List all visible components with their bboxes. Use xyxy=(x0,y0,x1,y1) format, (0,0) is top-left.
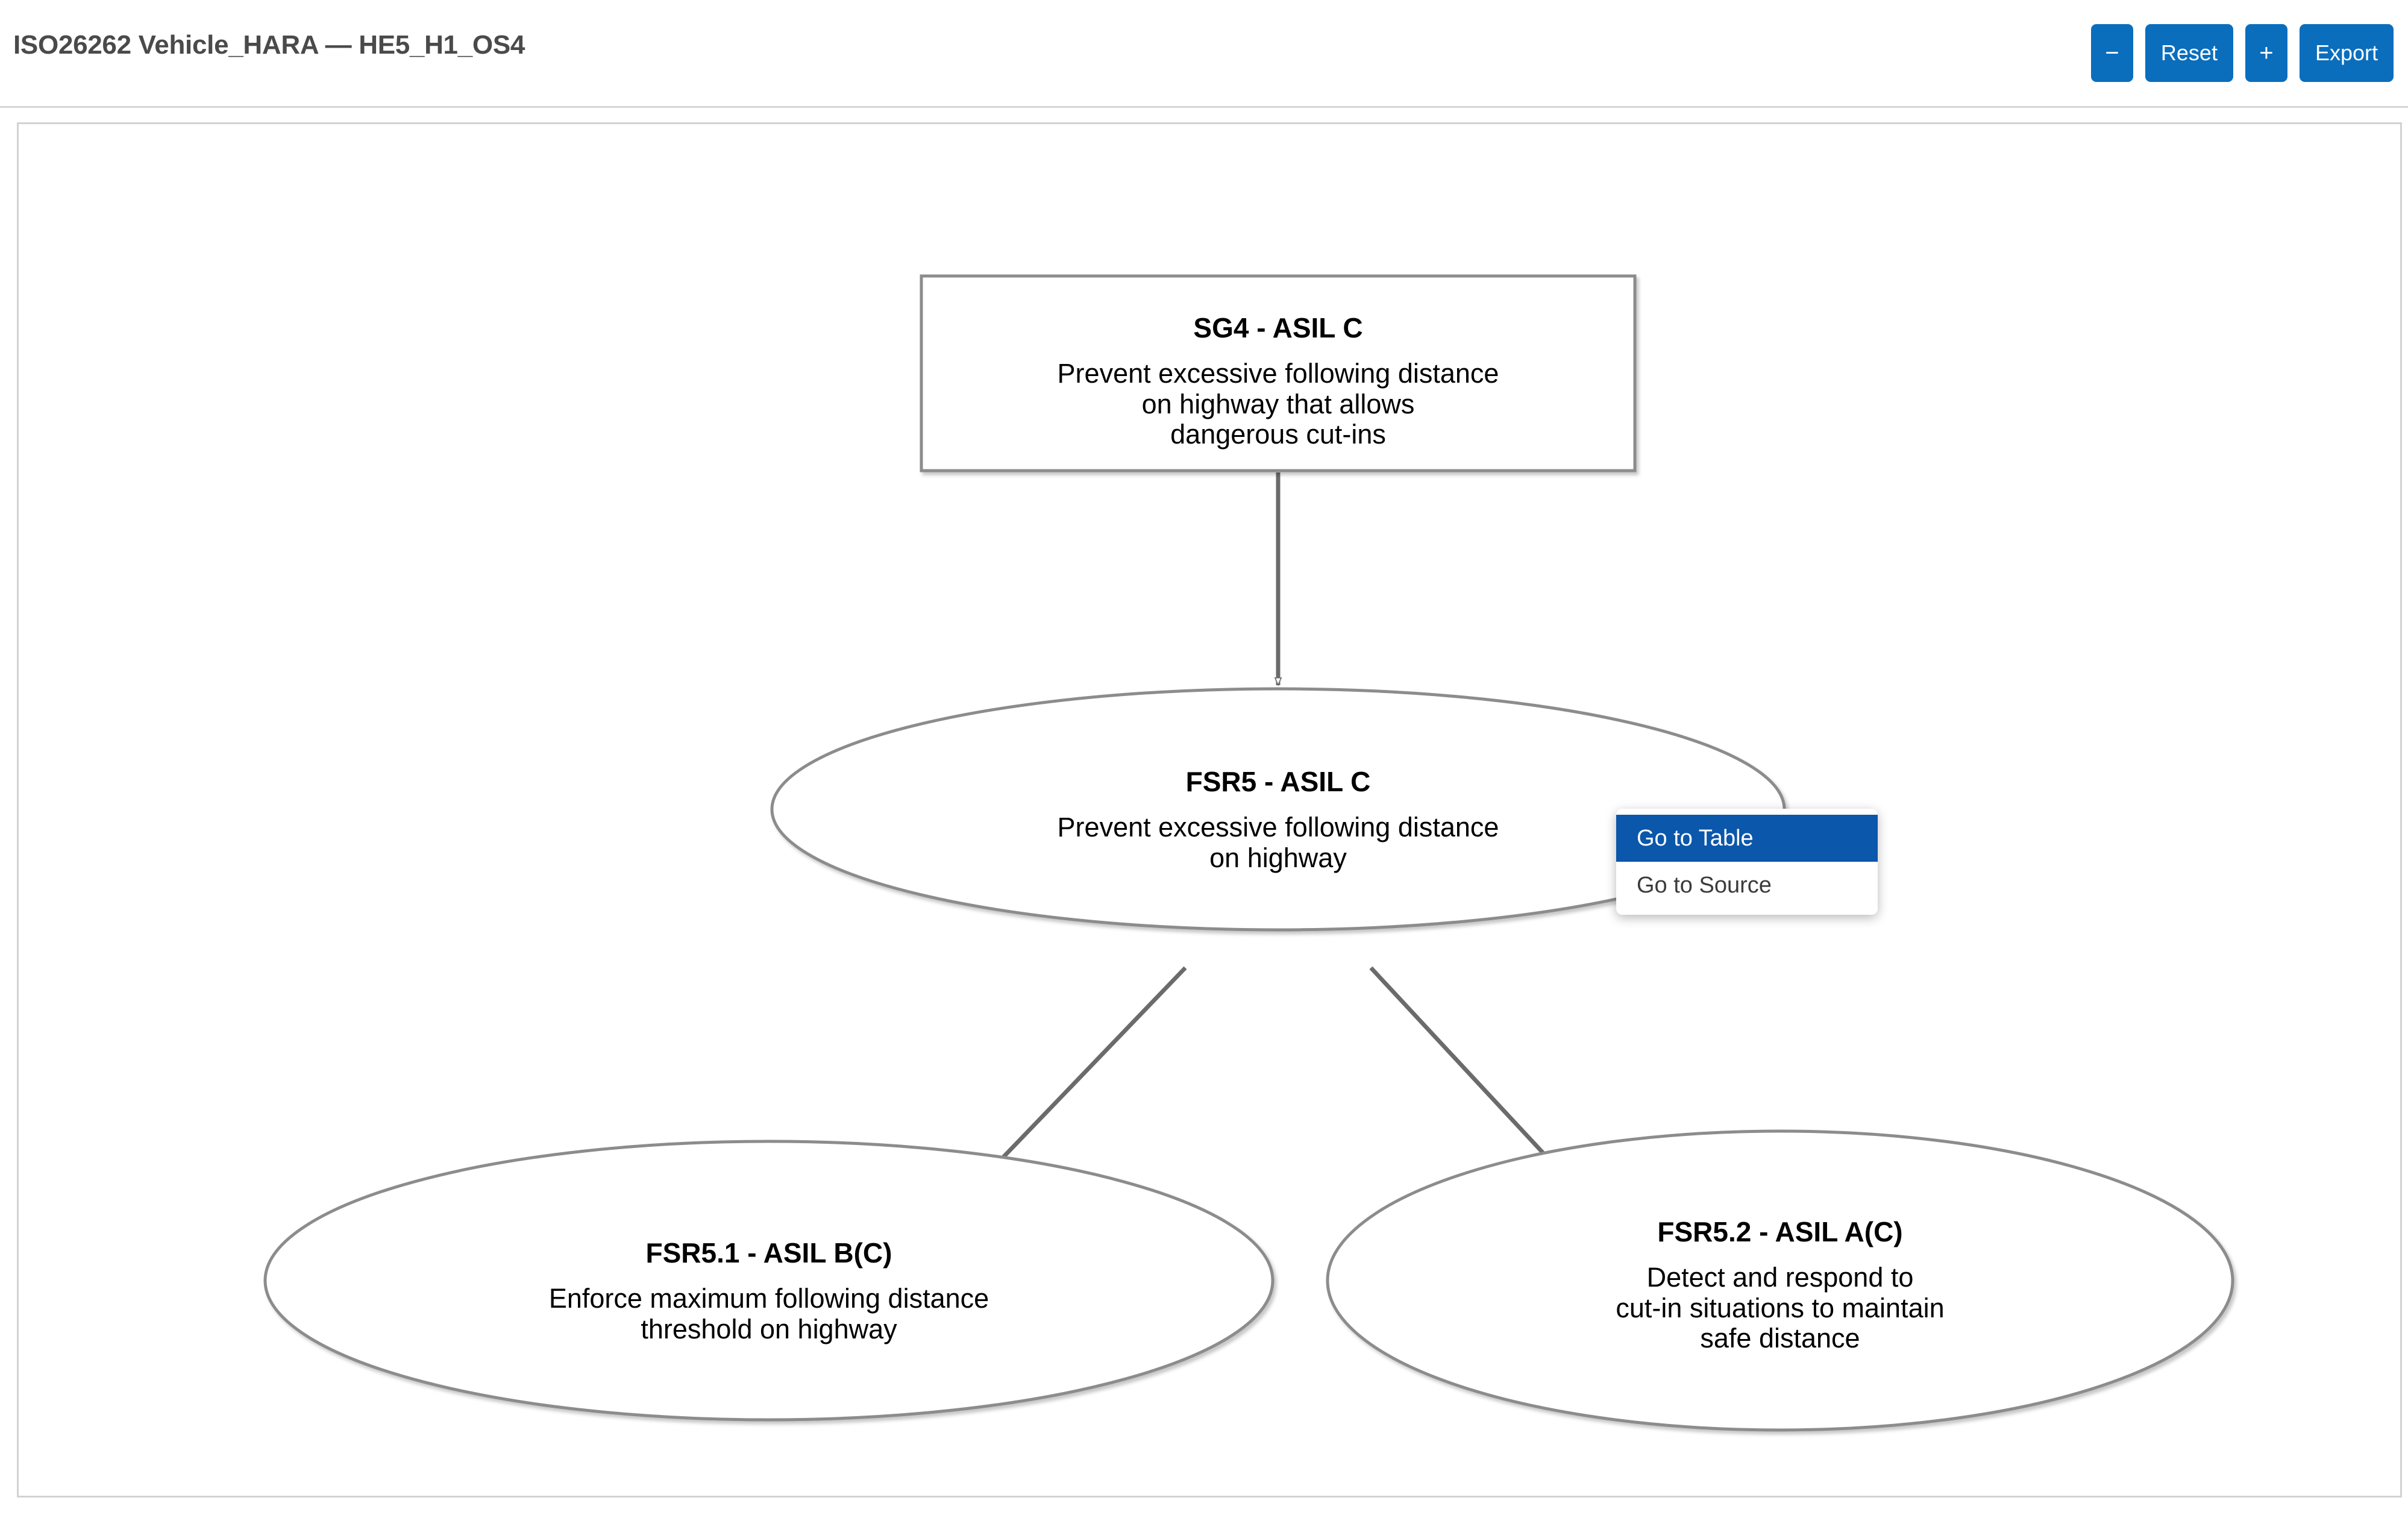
zoom-in-button[interactable]: + xyxy=(2245,24,2287,82)
graph-canvas[interactable]: SG4 - ASIL C Prevent excessive following… xyxy=(17,122,2402,1498)
node-shape-fsr51[interactable] xyxy=(263,1140,1275,1422)
graph-svg xyxy=(263,274,2234,1432)
app-header: ISO26262 Vehicle_HARA — HE5_H1_OS4 − Res… xyxy=(0,0,2408,108)
page-title: ISO26262 Vehicle_HARA — HE5_H1_OS4 xyxy=(13,30,525,60)
toolbar: − Reset + Export xyxy=(2090,24,2394,82)
graph-nodes xyxy=(263,274,2234,1432)
node-context-menu[interactable]: Go to Table Go to Source xyxy=(1616,809,1878,915)
node-shape-sg4[interactable] xyxy=(920,274,1637,472)
export-button[interactable]: Export xyxy=(2299,24,2394,82)
node-shape-fsr52[interactable] xyxy=(1326,1129,2234,1432)
reset-button[interactable]: Reset xyxy=(2145,24,2233,82)
zoom-out-button[interactable]: − xyxy=(2090,24,2133,82)
menu-item-go-to-source[interactable]: Go to Source xyxy=(1637,872,1772,898)
menu-item-go-to-table[interactable]: Go to Table xyxy=(1616,815,1878,862)
